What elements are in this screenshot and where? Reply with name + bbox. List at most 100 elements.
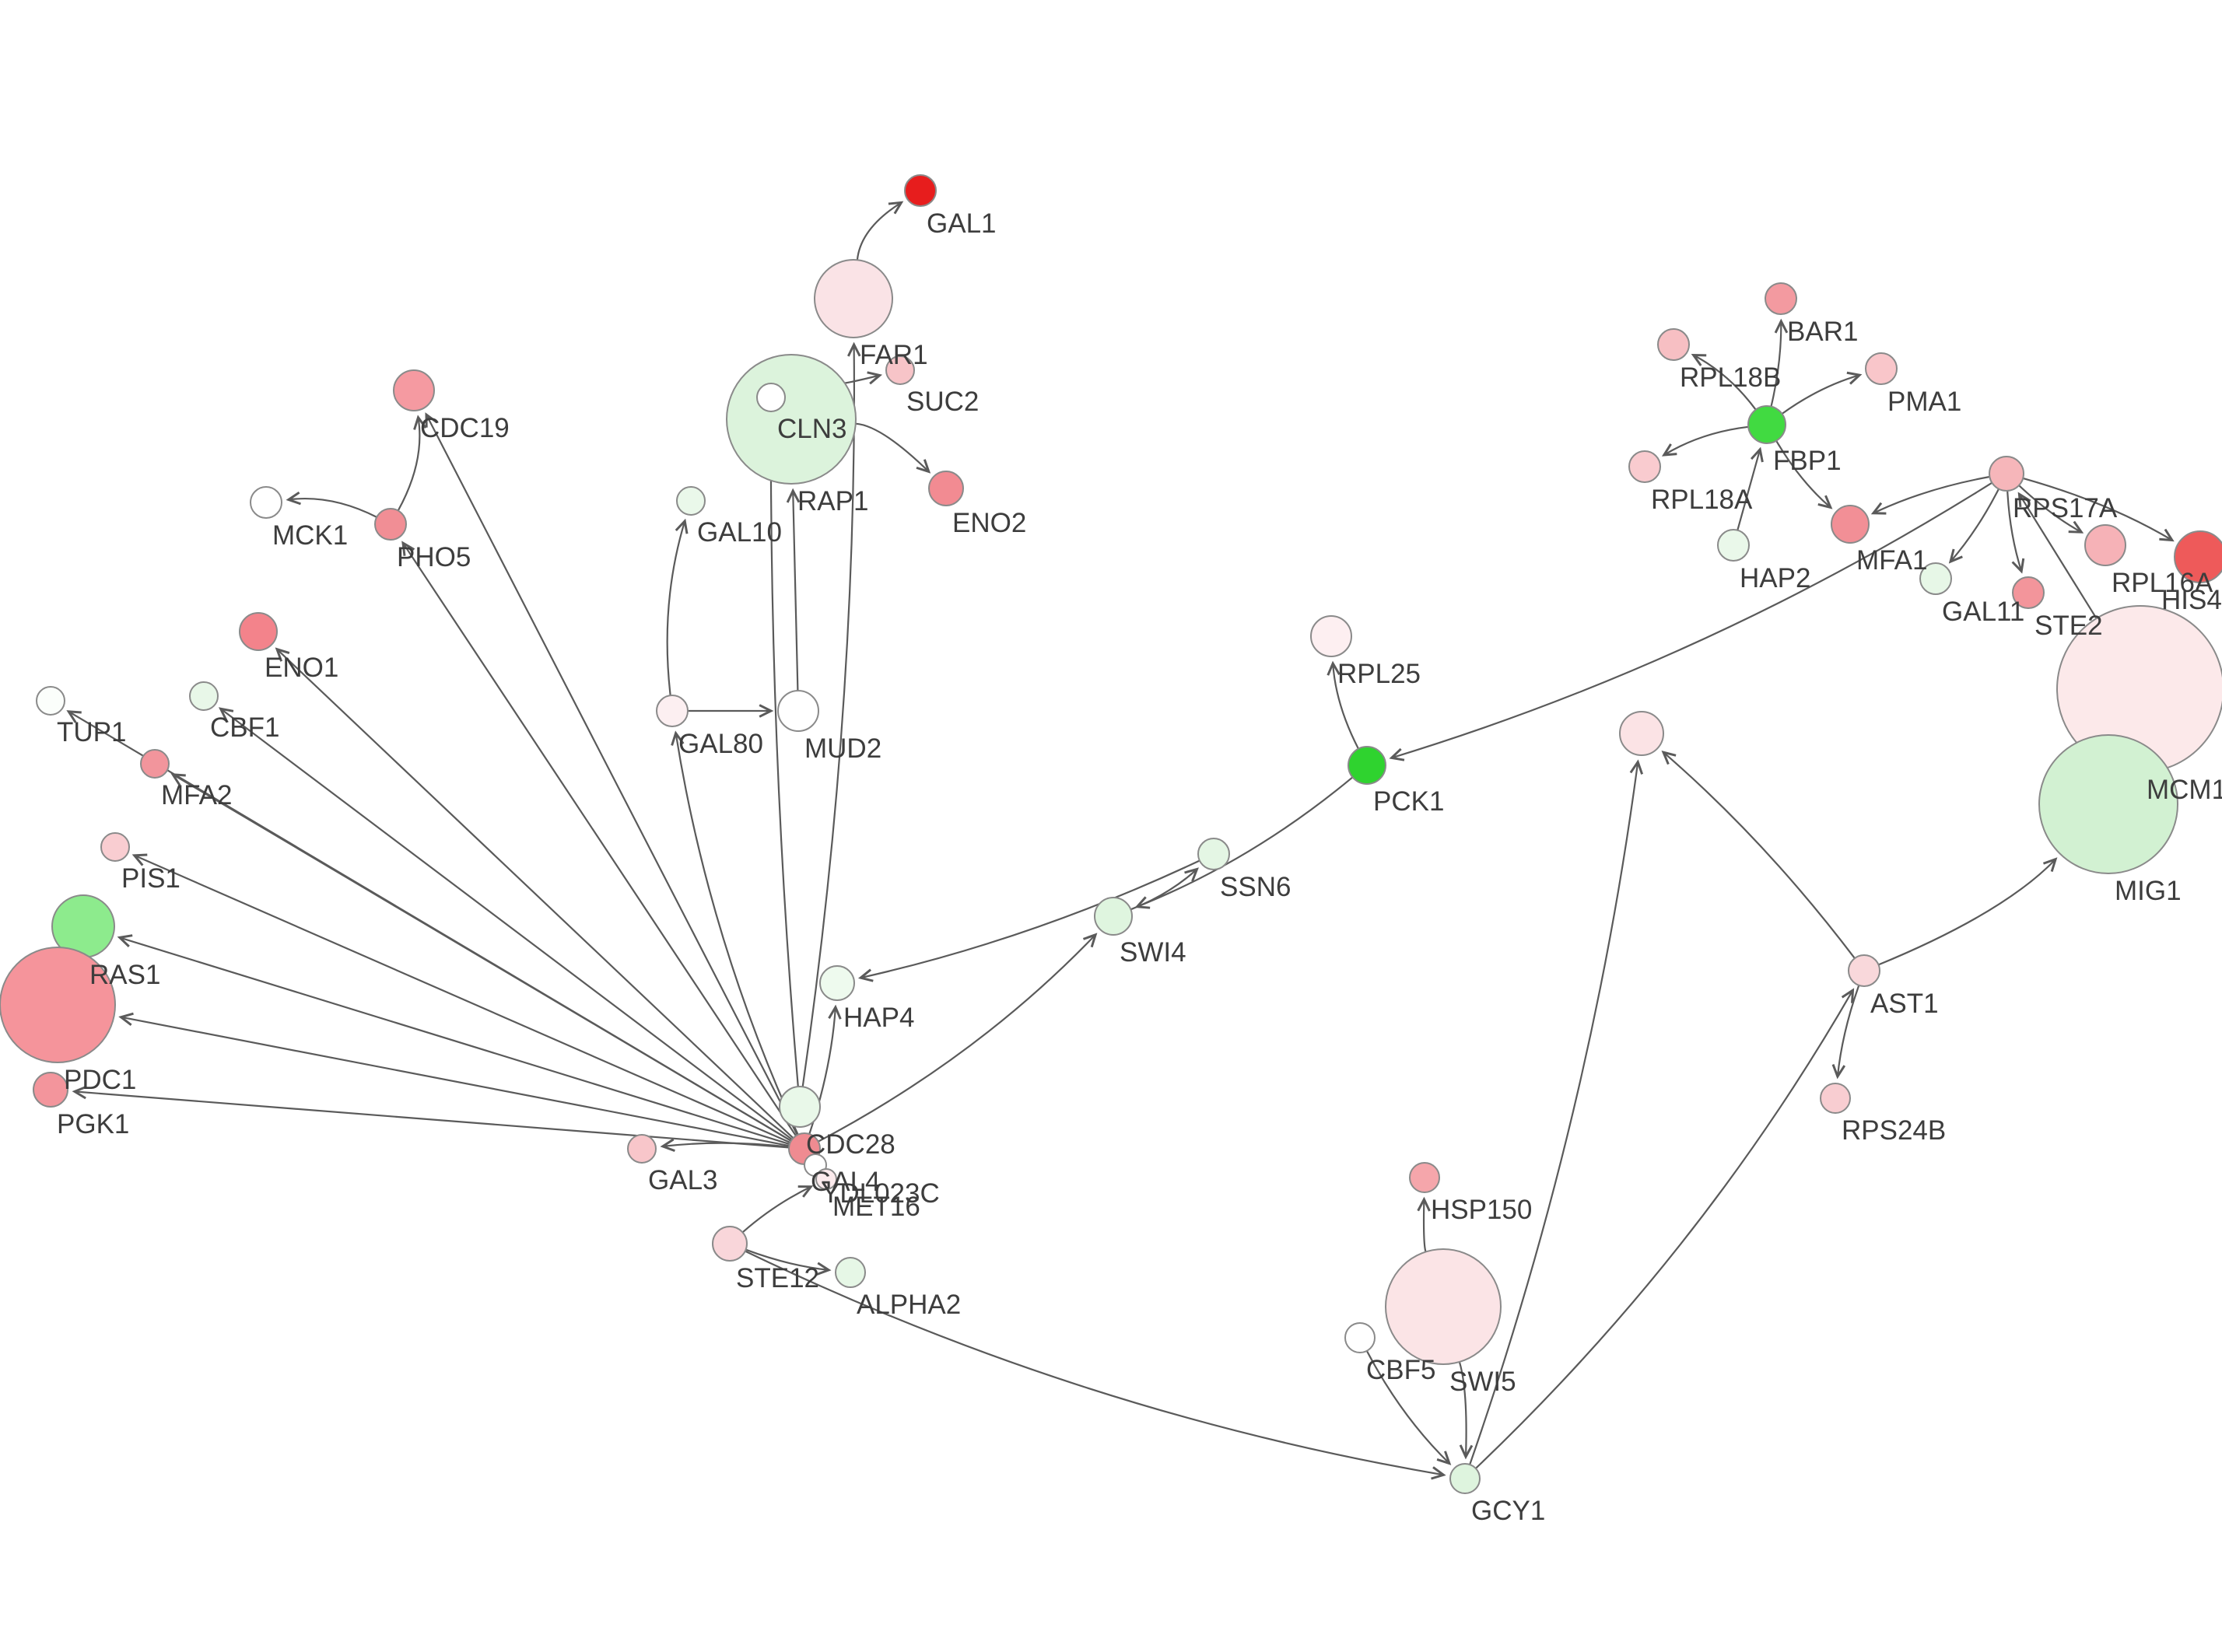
edge-ste12-alpha2[interactable]	[745, 1248, 832, 1276]
edge-ssn6-hap4[interactable]	[857, 859, 1200, 982]
edge-gcy1-unnamed[interactable]	[1469, 759, 1644, 1465]
edge-gal4-ras1[interactable]	[117, 934, 790, 1146]
edge-swi5-gcy1[interactable]	[1458, 1361, 1474, 1460]
node-rpl25[interactable]	[1310, 615, 1352, 657]
node-pma1[interactable]	[1865, 352, 1898, 385]
node-cdc19[interactable]	[393, 369, 435, 411]
edge-gal4-mfa2[interactable]	[170, 773, 792, 1142]
edge-pho5-mck1[interactable]	[286, 491, 377, 518]
edge-swi4-ssn6[interactable]	[1130, 867, 1199, 911]
edge-fbp1-mfa1[interactable]	[1775, 440, 1833, 509]
node-gcy1[interactable]	[1449, 1463, 1481, 1494]
node-rpl18a[interactable]	[1628, 450, 1661, 483]
node-mfa1[interactable]	[1831, 505, 1870, 544]
edge-fbp1-rpl18b[interactable]	[1691, 353, 1757, 411]
node-pho5[interactable]	[374, 508, 407, 541]
edge-gal4-swi4[interactable]	[818, 933, 1098, 1143]
node-mfa2[interactable]	[140, 749, 170, 779]
node-fbp1[interactable]	[1747, 405, 1786, 444]
edge-fbp1-pma1[interactable]	[1781, 371, 1863, 415]
edge-ast1-unnamed[interactable]	[1661, 751, 1856, 959]
edge-gcy1-ast1[interactable]	[1475, 988, 1855, 1469]
edge-fbp1-rpl18a[interactable]	[1661, 425, 1749, 457]
edge-pck1-rpl25[interactable]	[1327, 660, 1359, 750]
node-rps17a[interactable]	[1989, 456, 2024, 492]
node-rps24b[interactable]	[1820, 1083, 1851, 1114]
node-gal11[interactable]	[1919, 562, 1952, 595]
node-gal10[interactable]	[676, 486, 706, 516]
edge-pho5-cdc19[interactable]	[397, 415, 427, 512]
node-pgk1[interactable]	[33, 1072, 68, 1108]
node-mig1[interactable]	[2038, 734, 2178, 874]
node-cdc28[interactable]	[779, 1086, 821, 1128]
edge-cdc28-cln3[interactable]	[764, 415, 799, 1087]
edge-pck1-swi4[interactable]	[1134, 776, 1354, 909]
edge-rps17a-pck1[interactable]	[1389, 481, 1992, 761]
node-his4[interactable]	[2174, 530, 2222, 583]
node-ast1[interactable]	[1848, 954, 1880, 987]
edge-gal4-gal80[interactable]	[671, 730, 799, 1136]
edge-ast1-rps24b[interactable]	[1831, 985, 1860, 1080]
node-rpl18b[interactable]	[1657, 328, 1690, 361]
node-met16[interactable]	[815, 1168, 837, 1190]
edge-rps17a-rpl16a[interactable]	[2018, 485, 2084, 534]
edge-mud2-rap1[interactable]	[786, 488, 801, 691]
edge-mcm1-rps17a[interactable]	[2017, 492, 2098, 619]
node-gal80[interactable]	[656, 695, 689, 727]
edge-gal4-pgk1[interactable]	[72, 1085, 790, 1149]
edge-gal4-cdc19[interactable]	[425, 412, 798, 1136]
edge-cbf5-gcy1[interactable]	[1365, 1350, 1452, 1465]
node-ssn6[interactable]	[1197, 838, 1230, 870]
edge-gal4-pdc1[interactable]	[118, 1012, 790, 1147]
edge-rap1-eno2[interactable]	[855, 422, 931, 474]
node-rpl16a[interactable]	[2084, 524, 2126, 566]
node-tup1[interactable]	[36, 686, 65, 716]
node-gal3[interactable]	[627, 1134, 657, 1164]
node-hap4[interactable]	[819, 965, 855, 1001]
edge-gal4-cbf1[interactable]	[218, 707, 793, 1140]
node-suc2[interactable]	[885, 355, 915, 385]
node-gal1[interactable]	[904, 174, 937, 207]
edge-rps17a-ste2[interactable]	[2006, 490, 2025, 574]
edge-ste12-gcy1[interactable]	[745, 1250, 1446, 1480]
node-swi5[interactable]	[1385, 1248, 1502, 1365]
node-alpha2[interactable]	[835, 1257, 866, 1288]
node-eno2[interactable]	[928, 471, 964, 506]
edge-hap2-fbp1[interactable]	[1737, 446, 1764, 530]
node-ste2[interactable]	[2012, 576, 2045, 609]
node-far1[interactable]	[814, 259, 893, 338]
edge-rps17a-mfa1[interactable]	[1870, 475, 1990, 515]
edge-gal4-eno1[interactable]	[275, 647, 794, 1139]
node-swi4[interactable]	[1094, 897, 1133, 936]
node-pck1[interactable]	[1348, 746, 1386, 785]
label-ste12: STE12	[736, 1263, 819, 1293]
node-cbf1[interactable]	[189, 681, 219, 711]
node-mud2[interactable]	[777, 690, 819, 732]
edge-fbp1-bar1[interactable]	[1770, 318, 1789, 407]
node-eno1[interactable]	[239, 612, 278, 651]
edge-swi5-hsp150[interactable]	[1417, 1196, 1431, 1252]
edge-cdc28-far1[interactable]	[801, 341, 861, 1087]
node-cbf5[interactable]	[1344, 1322, 1376, 1353]
node-ste12[interactable]	[712, 1226, 748, 1262]
edge-gal4-pis1[interactable]	[131, 853, 791, 1144]
edge-gal4-pho5[interactable]	[401, 541, 797, 1136]
node-unnamed[interactable]	[1619, 711, 1664, 756]
node-mck1[interactable]	[250, 486, 282, 519]
node-pis1[interactable]	[100, 832, 130, 862]
edge-rps17a-his4[interactable]	[2022, 477, 2175, 542]
edge-ast1-mig1[interactable]	[1878, 857, 2058, 966]
node-pdc1[interactable]	[0, 947, 116, 1063]
node-bar1[interactable]	[1765, 282, 1797, 315]
edge-gal4-gal3[interactable]	[660, 1138, 790, 1152]
edge-gal80-gal10[interactable]	[666, 518, 689, 696]
node-hsp150[interactable]	[1409, 1162, 1440, 1193]
edge-far1-gal1[interactable]	[856, 201, 904, 261]
edge-ste12-met16[interactable]	[741, 1185, 814, 1234]
edge-rps17a-gal11[interactable]	[1948, 488, 1999, 564]
node-rap1[interactable]	[726, 354, 857, 485]
edge-rap1-suc2[interactable]	[843, 371, 883, 385]
node-cln3[interactable]	[756, 383, 786, 412]
node-hap2[interactable]	[1717, 529, 1750, 562]
